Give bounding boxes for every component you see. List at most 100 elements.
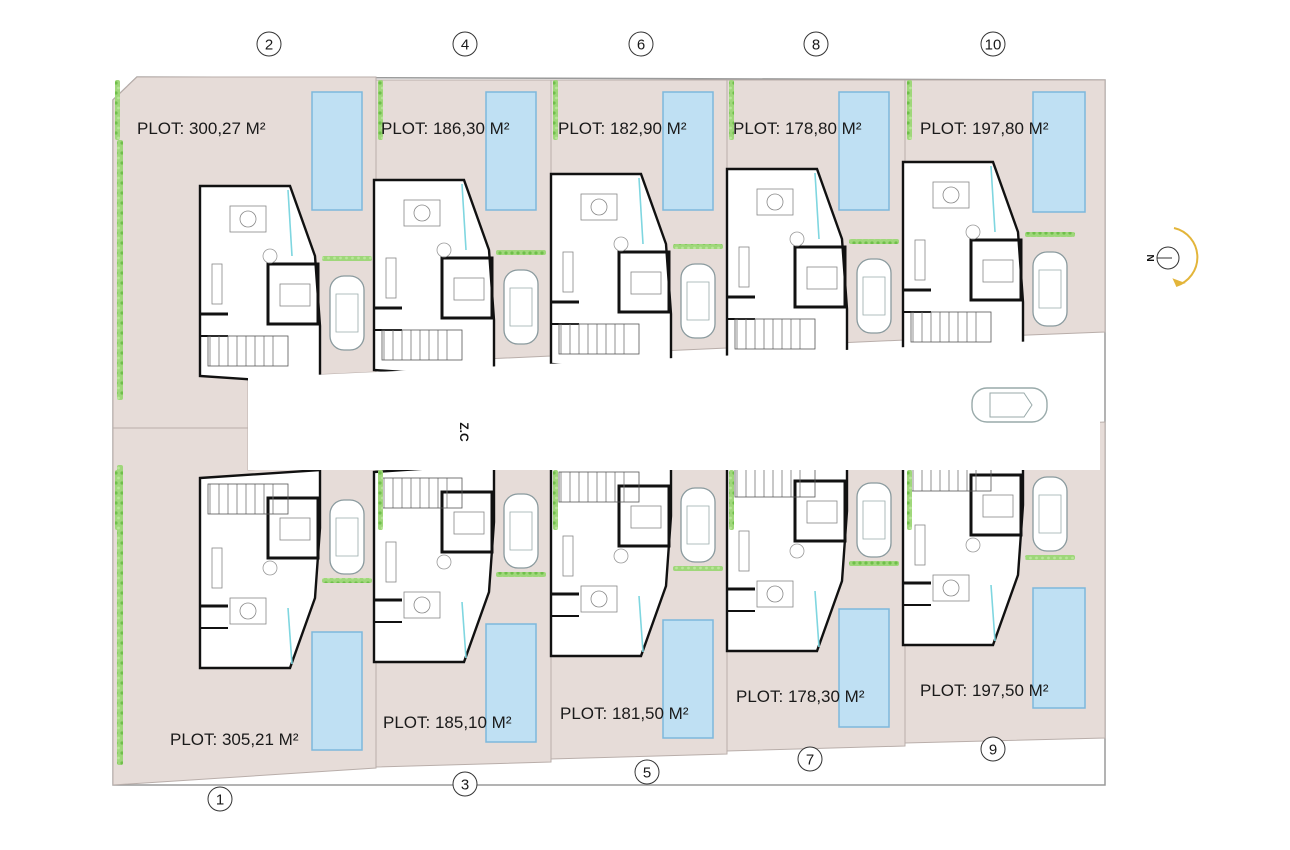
road-label: Z.C [457,422,471,442]
swimming-pool [662,91,714,211]
kitchen-counter [738,246,750,288]
house-floorplan [198,184,322,386]
plot-area-label: PLOT: 186,30 M² [381,119,510,138]
bed [453,511,485,535]
dining-table [229,205,267,233]
house-floorplan [549,172,673,374]
table-chairs [942,186,960,204]
table-chairs [590,198,608,216]
stairs [734,318,816,350]
stairs [558,323,640,355]
parked-car [1032,251,1068,327]
hedge [496,250,546,255]
bedroom-walls [617,250,671,314]
table-chairs [413,204,431,222]
table-chairs [413,596,431,614]
bed [279,517,311,541]
bedroom-walls [969,238,1023,302]
plot-area-label: PLOT: 181,50 M² [560,704,689,723]
swimming-pool [1032,587,1086,709]
hedge [322,578,372,583]
plot-bottom [372,445,552,768]
plot-number: 9 [989,742,997,759]
plot-area-label: PLOT: 182,90 M² [558,119,687,138]
glass-facade [461,601,467,659]
stairs [207,335,289,367]
dining-table [580,585,618,613]
plot-number: 4 [461,37,469,54]
stairs [381,329,463,361]
glass-facade [287,189,293,257]
plot-number: 2 [265,37,273,54]
parked-car [503,269,539,345]
bedroom-walls [793,479,847,543]
plot-number: 8 [812,37,820,54]
round-table [789,543,805,559]
stairs [910,311,992,343]
plot-area-label: PLOT: 300,27 M² [137,119,266,138]
dining-table [580,193,618,221]
plot-number-badge: 7 [797,746,823,772]
bedroom-walls [266,262,320,326]
kitchen-counter [211,263,223,305]
bedroom-walls [969,473,1023,537]
plot-top [112,76,377,429]
hedge [117,140,123,400]
parked-car [680,263,716,339]
plot-number-badge: 1 [207,786,233,812]
kitchen-counter [738,530,750,572]
hedge [115,80,120,140]
hedge [729,80,734,140]
plot-number: 6 [637,37,645,54]
kitchen-counter [562,251,574,293]
plot-number: 5 [643,765,651,782]
round-table [789,231,805,247]
swimming-pool [485,91,537,211]
glass-facade [638,177,644,245]
round-table [436,554,452,570]
bed [982,259,1014,283]
plot-number: 7 [806,752,814,769]
stairs [207,483,289,515]
house-floorplan [549,456,673,658]
access-road [248,338,1100,470]
house-floorplan [725,167,849,369]
round-table [965,537,981,553]
bedroom-walls [440,490,494,554]
plot-bottom [901,421,1106,744]
hedge [907,80,912,140]
stairs [558,471,640,503]
plot-top [725,79,906,369]
glass-facade [287,607,293,665]
table-chairs [766,585,784,603]
round-table [262,248,278,264]
plot-area-label: PLOT: 197,80 M² [920,119,1049,138]
hedge [553,80,558,140]
kitchen-counter [385,541,397,583]
dining-table [756,188,794,216]
hedge [378,80,383,140]
swimming-pool [311,91,363,211]
plot-number: 3 [461,777,469,794]
glass-facade [461,183,467,251]
glass-facade [990,165,996,233]
plot-area-label: PLOT: 178,30 M² [736,687,865,706]
north-compass-icon: N [1146,227,1199,287]
hedge [907,470,912,530]
table-chairs [239,210,257,228]
glass-facade [638,595,644,653]
hedge [553,470,558,530]
kitchen-counter [385,257,397,299]
house-floorplan [372,462,496,664]
parked-car [1032,476,1068,552]
plot-area-label: PLOT: 178,80 M² [733,119,862,138]
house-floorplan [198,468,322,670]
kitchen-counter [914,524,926,566]
dining-table [403,591,441,619]
plot-number-badge: 9 [980,736,1006,762]
hedge [673,566,723,571]
bedroom-walls [440,256,494,320]
top-row-plots [112,76,1106,429]
